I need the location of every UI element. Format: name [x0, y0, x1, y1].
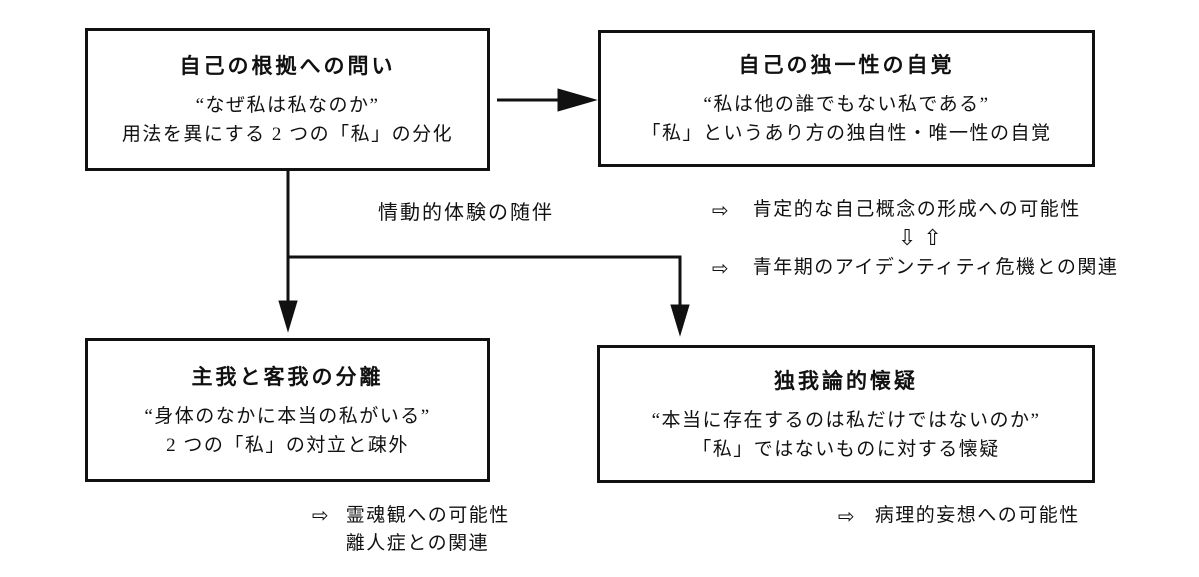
box-title: 自己の根拠への問い — [179, 54, 396, 78]
box-description: 「私」というあり方の独自性・唯一性の自覚 — [641, 123, 1052, 144]
box-quote: “身体のなかに本当の私がいる” — [144, 405, 431, 427]
box-description: 用法を異にする 2 つの「私」の分化 — [121, 124, 454, 145]
arrowhead-down-left-icon — [278, 300, 298, 333]
arrowhead-right-icon — [557, 88, 598, 112]
box-title: 独我論的懐疑 — [774, 368, 918, 393]
right-white-arrow-icon: ⇨ — [838, 504, 855, 528]
pathological-delusion-label: 病理的妄想への可能性 — [874, 505, 1080, 526]
soul-view-note: ⇨ 霊魂観への可能性 離人症との関連 — [312, 502, 510, 558]
right-white-arrow-icon: ⇨ — [712, 198, 729, 222]
positive-self-concept-label: 肯定的な自己概念の形成への可能性 — [752, 199, 1081, 220]
up-white-arrow-icon: ⇧ — [923, 226, 942, 251]
soul-view-label: 霊魂観への可能性 — [345, 505, 510, 526]
box-quote: “私は他の誰でもない私である” — [703, 94, 990, 115]
down-white-arrow-icon: ⇩ — [898, 226, 917, 251]
box-description: 2 つの「私」の対立と疎外 — [166, 434, 409, 456]
identity-crisis-note: ⇨ 青年期のアイデンティティ危機との関連 — [712, 255, 1118, 281]
box-self-basis-question: 自己の根拠への問い “なぜ私は私なのか” 用法を異にする 2 つの「私」の分化 — [85, 28, 490, 171]
depersonalization-label: 離人症との関連 — [345, 533, 490, 554]
positive-self-concept-note: ⇨ 肯定的な自己概念の形成への可能性 — [712, 197, 1081, 223]
box-quote: “本当に存在するのは私だけではないのか” — [651, 409, 1041, 431]
box-title: 自己の独一性の自覚 — [738, 53, 955, 77]
right-white-arrow-icon: ⇨ — [712, 256, 729, 280]
box-description: 「私」ではないものに対する懐疑 — [692, 438, 1000, 460]
box-self-uniqueness-awareness: 自己の独一性の自覚 “私は他の誰でもない私である” 「私」というあり方の独自性・… — [598, 30, 1095, 167]
box-title: 主我と客我の分離 — [191, 364, 384, 389]
pathological-delusion-note: ⇨ 病理的妄想への可能性 — [838, 503, 1080, 529]
identity-crisis-label: 青年期のアイデンティティ危機との関連 — [752, 257, 1119, 278]
box-i-me-separation: 主我と客我の分離 “身体のなかに本当の私がいる” 2 つの「私」の対立と疎外 — [85, 338, 490, 482]
emotional-experience-label: 情動的体験の随伴 — [378, 202, 554, 224]
bidirectional-relation-icons: ⇩⇧ — [898, 226, 942, 252]
box-solipsistic-doubt: 独我論的懐疑 “本当に存在するのは私だけではないのか” 「私」ではないものに対す… — [597, 345, 1095, 483]
soul-view-text-block: 霊魂観への可能性 離人症との関連 — [346, 502, 510, 558]
right-white-arrow-icon: ⇨ — [312, 503, 329, 527]
arrowhead-down-right-icon — [670, 304, 690, 337]
box-quote: “なぜ私は私なのか” — [195, 95, 380, 116]
